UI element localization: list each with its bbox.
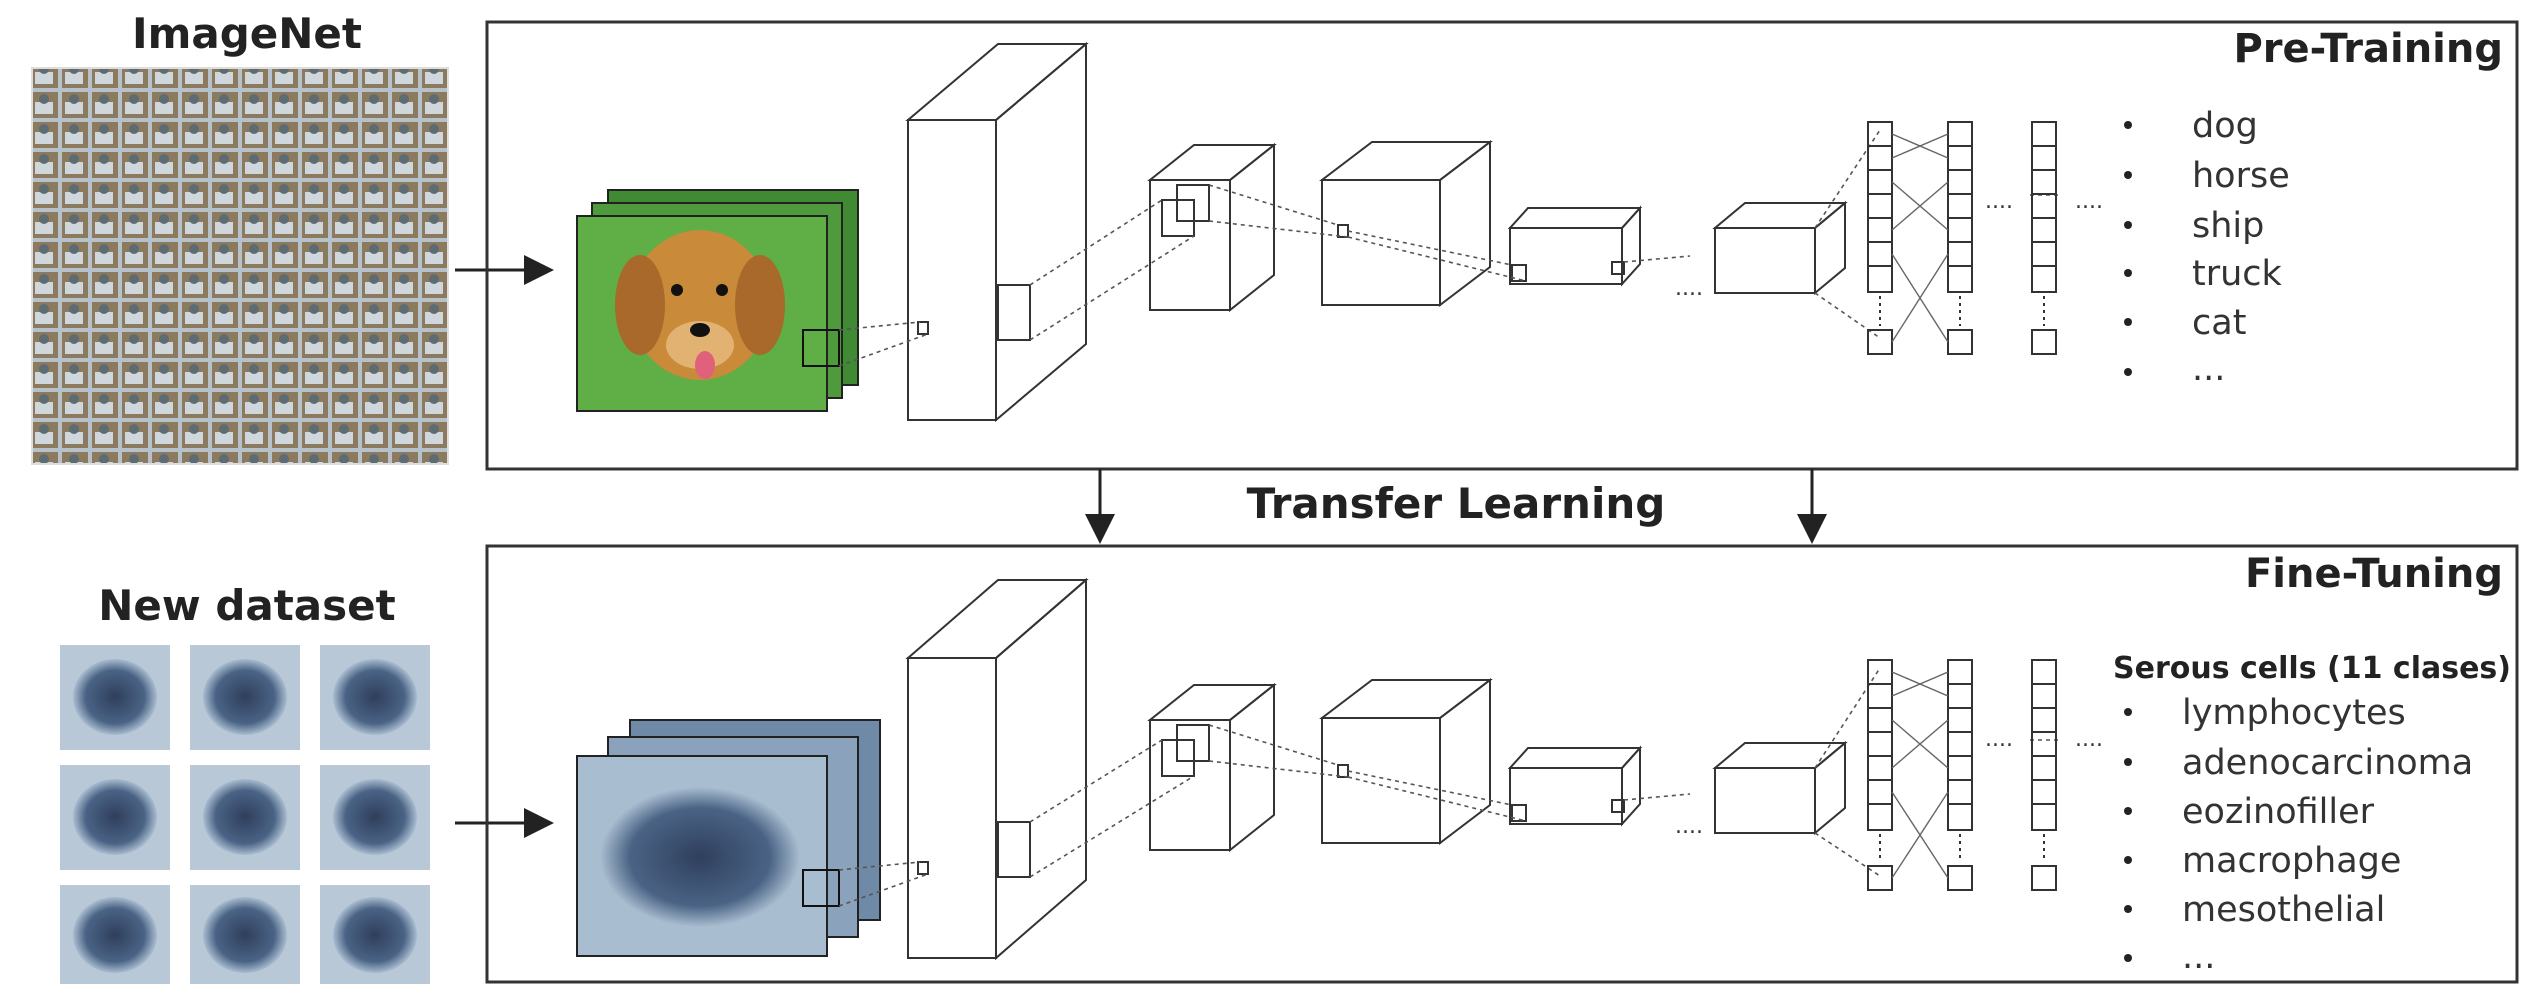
class-label: mesothelial: [2182, 890, 2385, 930]
fc-ellipsis-1: ....: [1985, 189, 2013, 214]
list-item: horse: [2124, 156, 2290, 196]
layer-ellipsis: ....: [1675, 814, 1703, 839]
pretraining-class-list: dog horse ship truck cat ...: [2124, 106, 2290, 389]
list-item: ...: [2124, 937, 2215, 977]
finetuning-title: Fine-Tuning: [2245, 551, 2503, 597]
class-label: horse: [2192, 156, 2290, 196]
class-label: dog: [2192, 106, 2258, 146]
pretraining-network: .... .... ....: [576, 41, 2103, 423]
list-item: ...: [2124, 349, 2225, 389]
list-item: ship: [2124, 206, 2264, 246]
fc-ellipsis-1: ....: [1985, 727, 2013, 752]
class-label: ship: [2192, 206, 2264, 246]
pretraining-panel: [485, 20, 2519, 471]
pretraining-title: Pre-Training: [2233, 26, 2503, 72]
list-item: macrophage: [2124, 841, 2401, 881]
transfer-learning-label: Transfer Learning: [1247, 479, 1666, 528]
finetuning-network: .... .... ....: [576, 577, 2103, 961]
list-item: cat: [2124, 303, 2246, 343]
fc-ellipsis-2: ....: [2075, 727, 2103, 752]
cell-thumbnail-grid: [60, 645, 430, 984]
imagenet-title: ImageNet: [132, 9, 362, 58]
list-item: truck: [2124, 254, 2283, 294]
new-dataset-title: New dataset: [98, 581, 395, 630]
finetuning-subtitle: Serous cells (11 clases): [2113, 651, 2511, 686]
finetuning-panel: [485, 544, 2519, 984]
cell-nucleus: [600, 787, 800, 927]
dog-image: [615, 230, 785, 380]
imagenet-thumbnail-grid: [31, 67, 449, 465]
class-label: ...: [2182, 937, 2215, 977]
cell-input-stack: [576, 719, 881, 957]
class-label: macrophage: [2182, 841, 2401, 881]
class-label: cat: [2192, 303, 2246, 343]
list-item: adenocarcinoma: [2124, 743, 2473, 783]
class-label: truck: [2192, 254, 2283, 294]
fc-ellipsis-2: ....: [2075, 189, 2103, 214]
finetuning-class-list: lymphocytes adenocarcinoma eozinofiller …: [2124, 693, 2473, 977]
dog-input-stack: [576, 189, 859, 412]
layer-ellipsis: ....: [1675, 276, 1703, 301]
list-item: lymphocytes: [2124, 693, 2406, 733]
class-label: eozinofiller: [2182, 792, 2375, 832]
class-label: ...: [2192, 349, 2225, 389]
class-label: lymphocytes: [2182, 693, 2406, 733]
class-label: adenocarcinoma: [2182, 743, 2473, 783]
list-item: mesothelial: [2124, 890, 2385, 930]
list-item: dog: [2124, 106, 2258, 146]
list-item: eozinofiller: [2124, 792, 2375, 832]
